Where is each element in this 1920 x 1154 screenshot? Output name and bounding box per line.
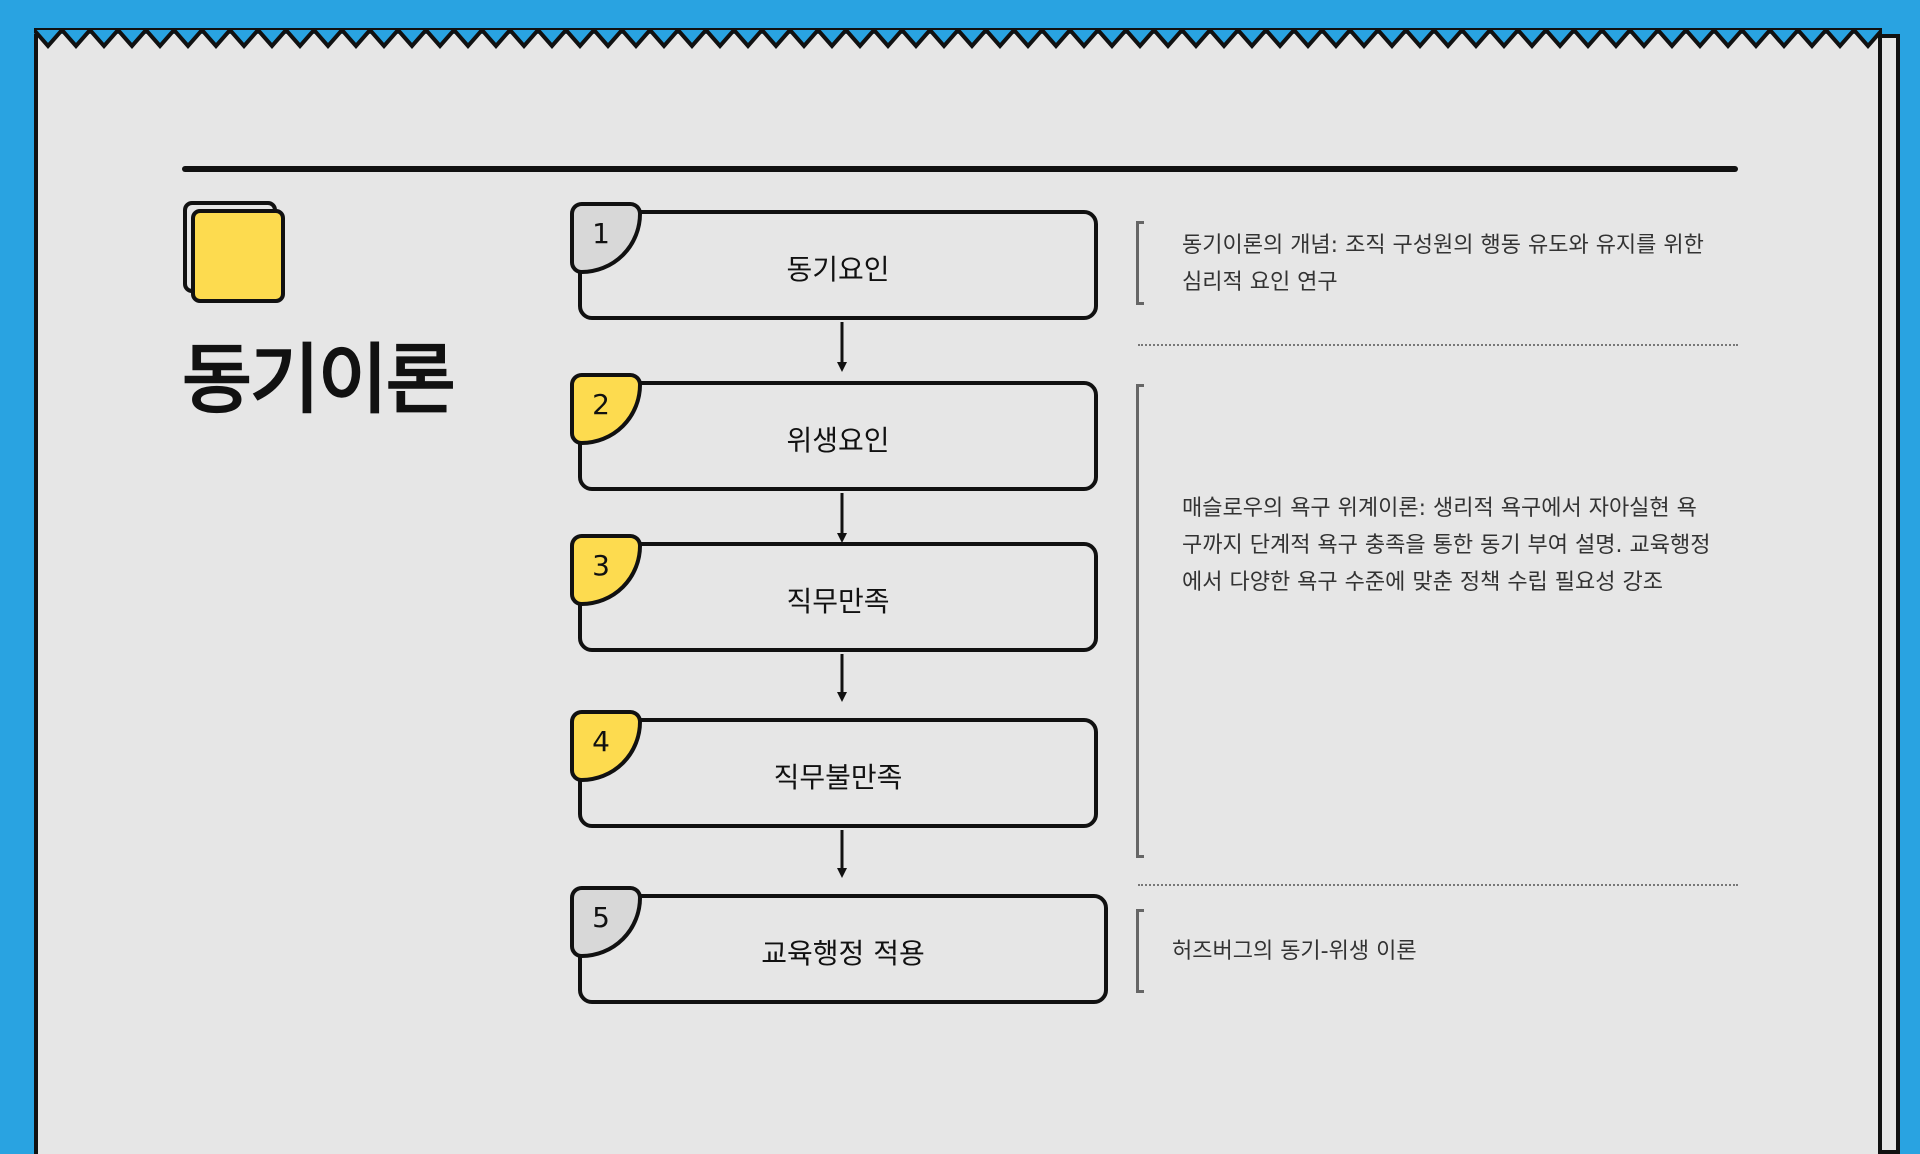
step-number: 3	[592, 548, 610, 582]
step-number: 4	[592, 724, 610, 758]
note-bracket	[1136, 384, 1144, 858]
square-icon	[191, 209, 285, 303]
note-bracket	[1136, 221, 1144, 305]
step-number-badge: 1	[570, 202, 642, 274]
flow-step-label: 직무불만족	[773, 761, 903, 794]
flow-step-3: 직무만족	[578, 542, 1098, 652]
zigzag-edge	[34, 28, 1882, 50]
flow-step-label: 교육행정 적용	[761, 937, 925, 970]
title-rule	[182, 166, 1738, 172]
note-divider	[1138, 884, 1738, 886]
flow-step-1: 동기요인	[578, 210, 1098, 320]
note-text: 허즈버그의 동기-위생 이론	[1172, 939, 1417, 964]
note-divider	[1138, 344, 1738, 346]
flow-step-4: 직무불만족	[578, 718, 1098, 828]
note-text: 매슬로우의 욕구 위계이론: 생리적 욕구에서 자아실현 욕 구까지 단계적 욕…	[1182, 496, 1711, 595]
page-title: 동기이론	[182, 335, 456, 424]
arrow-down-icon	[837, 322, 847, 372]
flow-step-label: 직무만족	[786, 585, 890, 618]
flow-step-label: 위생요인	[786, 424, 890, 457]
note-bracket	[1136, 909, 1144, 993]
flow-step-5: 교육행정 적용	[578, 894, 1108, 1004]
arrow-down-icon	[837, 830, 847, 878]
step-number: 2	[592, 387, 610, 421]
flow-step-2: 위생요인	[578, 381, 1098, 491]
flow-step-label: 동기요인	[786, 253, 890, 286]
step-number: 1	[592, 216, 610, 250]
arrow-down-icon	[837, 654, 847, 702]
arrow-down-icon	[837, 493, 847, 543]
step-number: 5	[592, 900, 610, 934]
note-text: 동기이론의 개념: 조직 구성원의 행동 유도와 유지를 위한 심리적 요인 연…	[1182, 233, 1704, 295]
